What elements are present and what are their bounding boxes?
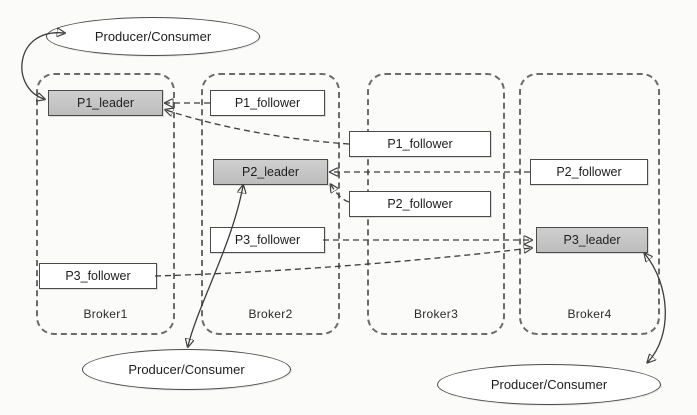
broker4-label: Broker4 [567, 307, 612, 321]
broker3-label: Broker3 [413, 307, 459, 321]
broker2-label: Broker2 [248, 307, 293, 321]
partition-p3-leader-broker4: P3_leader [536, 227, 648, 253]
producer-consumer-top-ellipse: Producer/Consumer [46, 17, 260, 56]
partition-p2-follower-broker3: P2_follower [349, 191, 491, 217]
producer-consumer-bottom-right-label: Producer/Consumer [490, 377, 608, 392]
producer-consumer-bottom-middle-label: Producer/Consumer [128, 362, 245, 377]
broker1-container: Broker1 [36, 73, 175, 335]
partition-p1-follower-broker2: P1_follower [210, 90, 325, 116]
broker1-label: Broker1 [83, 307, 128, 321]
partition-p1-follower-broker3: P1_follower [349, 131, 491, 157]
producer-consumer-top-label: Producer/Consumer [94, 29, 212, 44]
partition-p1-leader-broker1: P1_leader [48, 90, 163, 116]
partition-p3-follower-broker2: P3_follower [210, 227, 325, 253]
producer-consumer-bottom-right-ellipse: Producer/Consumer [437, 364, 661, 405]
partition-p3-follower-broker1: P3_follower [39, 263, 157, 289]
partition-p2-follower-broker4: P2_follower [530, 159, 648, 185]
broker4-container: Broker4 [519, 73, 660, 335]
producer-consumer-bottom-middle-ellipse: Producer/Consumer [82, 349, 291, 390]
partition-p2-leader-broker2: P2_leader [213, 159, 328, 185]
